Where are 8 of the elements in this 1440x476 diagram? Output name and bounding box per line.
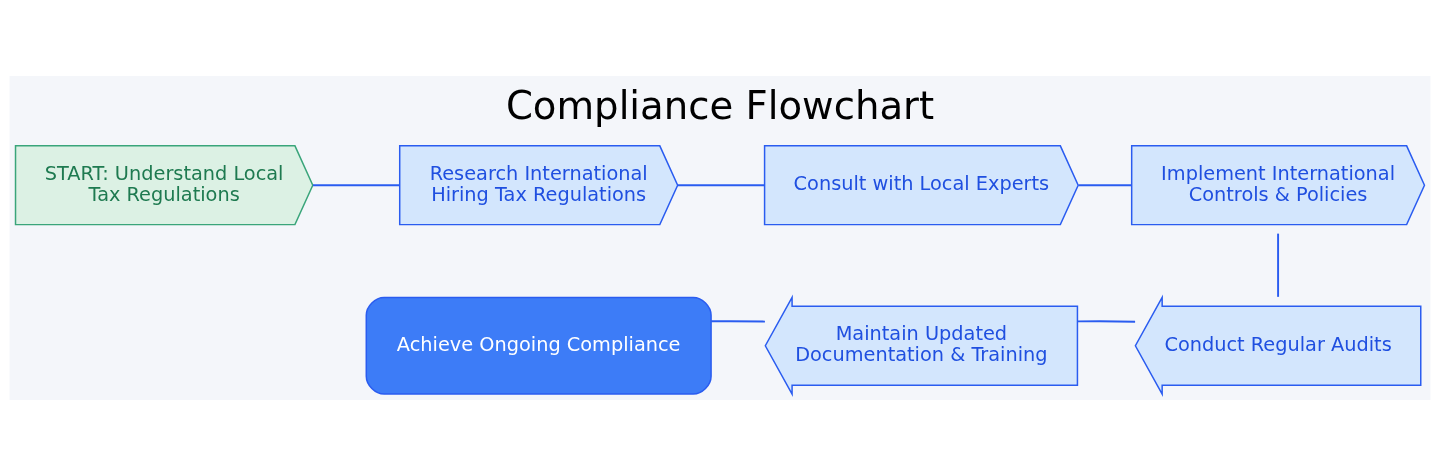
connector	[1077, 184, 1133, 187]
diagram-title: Compliance Flowchart	[505, 82, 935, 128]
node-box: Achieve Ongoing Compliance	[365, 296, 712, 395]
connector	[1076, 320, 1137, 323]
connector	[676, 184, 766, 187]
connector	[710, 320, 766, 323]
connector	[1277, 232, 1280, 298]
connector	[312, 184, 401, 187]
